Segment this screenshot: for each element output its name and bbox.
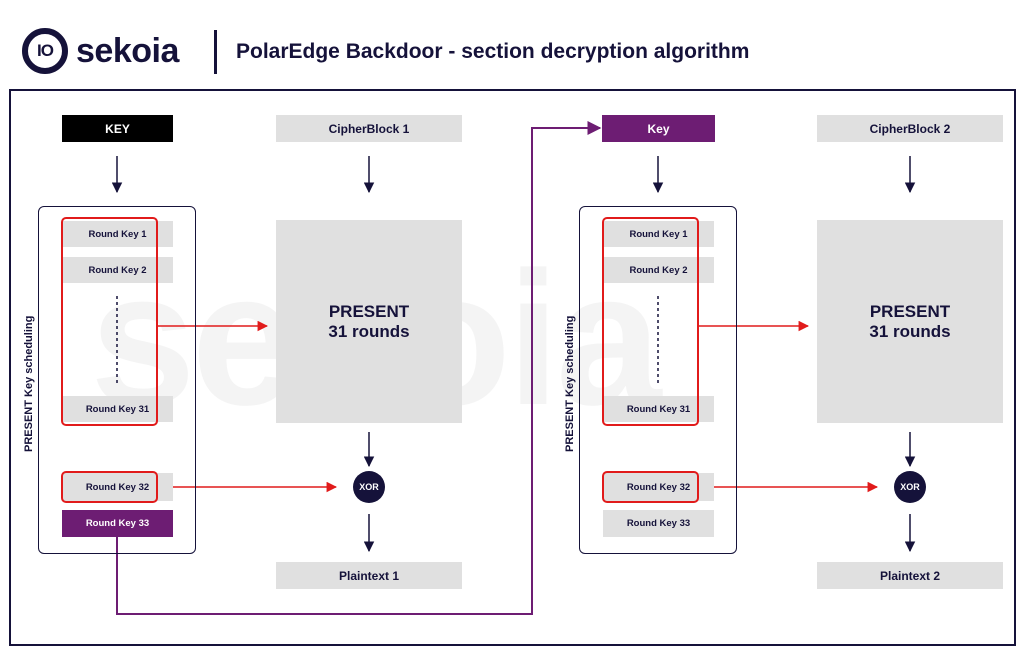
logo-text: sekoia <box>76 31 179 70</box>
logo-mark-icon: IO <box>22 28 68 74</box>
round-key-33-right: Round Key 33 <box>603 510 714 537</box>
page-title: PolarEdge Backdoor - section decryption … <box>236 40 750 63</box>
key-schedule-panel-1 <box>38 206 196 554</box>
plaintext-1: Plaintext 1 <box>276 562 462 589</box>
round-key-32-left: Round Key 32 <box>62 473 173 501</box>
xor-node-1: XOR <box>353 471 385 503</box>
plaintext-2: Plaintext 2 <box>817 562 1003 589</box>
present-title-1: PRESENT <box>328 301 410 321</box>
round-key-2-right: Round Key 2 <box>603 257 714 283</box>
present-rounds-1: 31 rounds <box>328 321 410 341</box>
round-key-2-left: Round Key 2 <box>62 257 173 283</box>
round-key-32-highlight-right <box>602 471 699 503</box>
round-key-31-left: Round Key 31 <box>62 396 173 422</box>
round-key-1-right: Round Key 1 <box>603 221 714 247</box>
header-divider <box>214 30 217 74</box>
round-key-32-right: Round Key 32 <box>603 473 714 501</box>
cipherblock-2: CipherBlock 2 <box>817 115 1003 142</box>
present-block-2: PRESENT 31 rounds <box>817 220 1003 423</box>
round-key-33-left: Round Key 33 <box>62 510 173 537</box>
round-keys-group-right <box>602 217 699 426</box>
key-schedule-label-2: PRESENT Key scheduling <box>564 315 576 452</box>
diagram-frame <box>9 89 1016 646</box>
present-block-1: PRESENT 31 rounds <box>276 220 462 423</box>
key-box-1: KEY <box>62 115 173 142</box>
present-title-2: PRESENT <box>869 301 951 321</box>
sekoia-logo: IO sekoia <box>22 28 179 74</box>
key-box-2: Key <box>602 115 715 142</box>
present-rounds-2: 31 rounds <box>869 321 951 341</box>
key-schedule-panel-2 <box>579 206 737 554</box>
round-key-32-highlight-left <box>61 471 158 503</box>
key-schedule-label-1: PRESENT Key scheduling <box>23 315 35 452</box>
round-keys-group-left <box>61 217 158 426</box>
round-key-1-left: Round Key 1 <box>62 221 173 247</box>
xor-node-2: XOR <box>894 471 926 503</box>
cipherblock-1: CipherBlock 1 <box>276 115 462 142</box>
arrow-rk33-to-key-2 <box>116 121 602 615</box>
round-key-31-right: Round Key 31 <box>603 396 714 422</box>
